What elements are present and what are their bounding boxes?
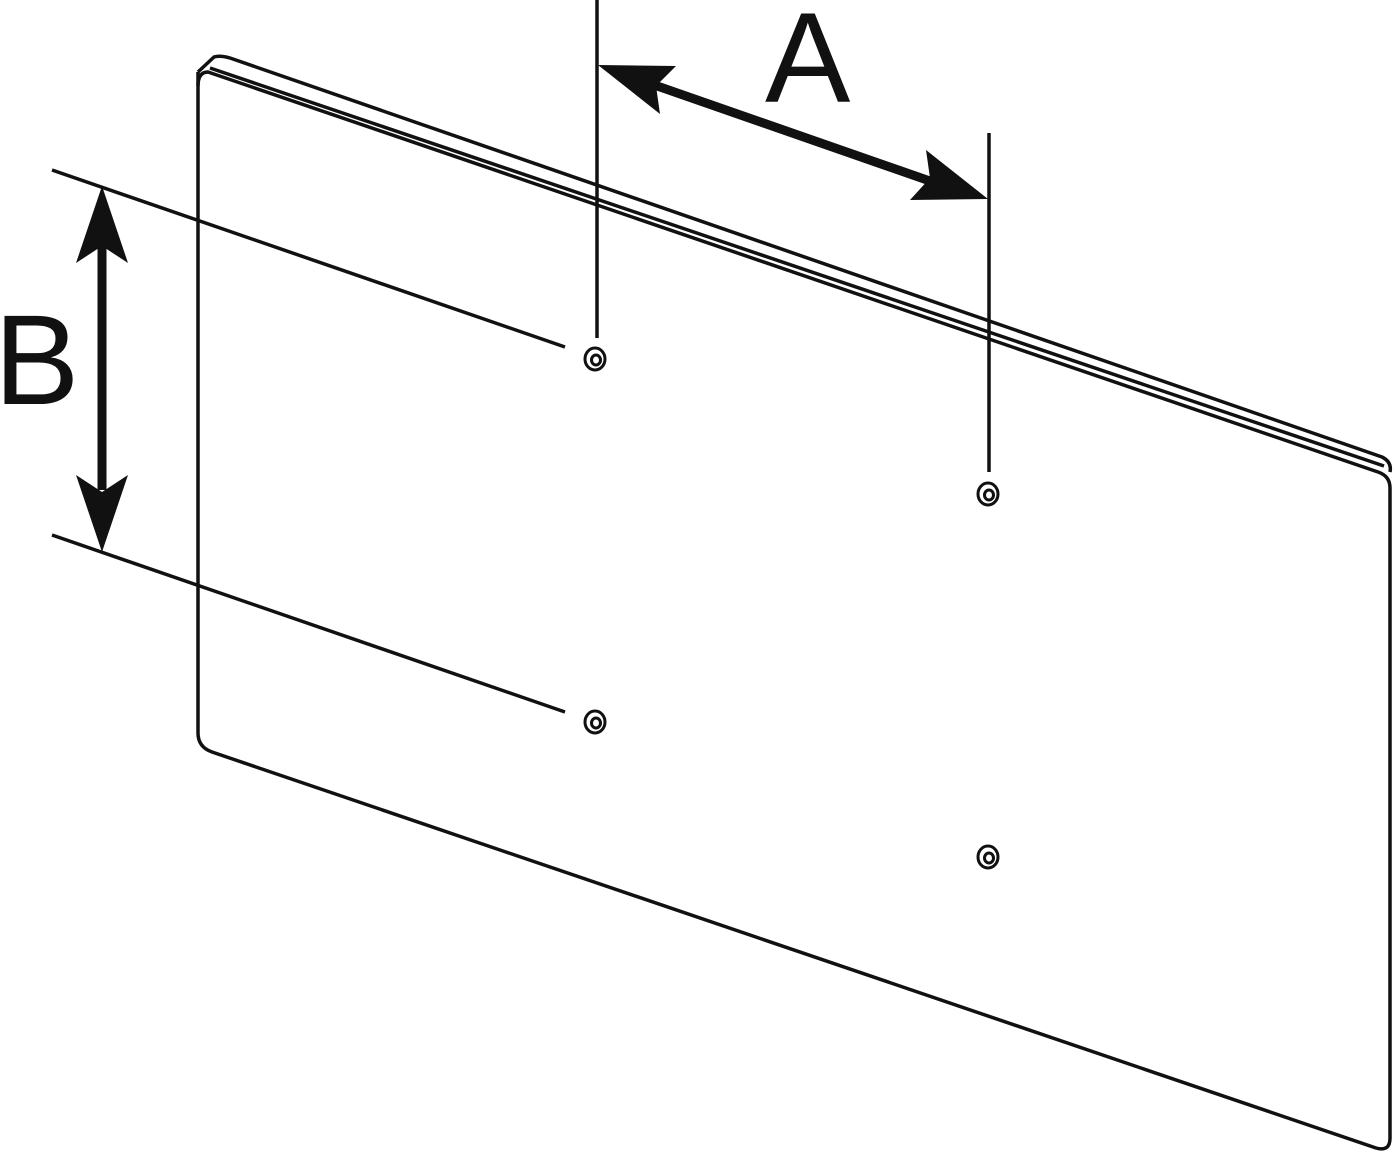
mounting-hole: [583, 709, 607, 735]
dimension-a-label: A: [765, 0, 851, 130]
dimension-a-arrowhead-right: [910, 150, 988, 200]
dimension-a-arrow-shaft: [638, 75, 952, 193]
mounting-hole: [583, 346, 607, 372]
panel-top-edge: [196, 54, 1393, 473]
dimension-a-arrowhead-left: [598, 65, 676, 114]
dimension-b-label: B: [0, 289, 79, 432]
panel: [196, 54, 1393, 1151]
panel-top-edge-inner: [209, 66, 1385, 468]
mounting-hole: [976, 481, 1000, 507]
panel-front-face: [196, 70, 1392, 1151]
dimension-b-arrowhead-bottom: [76, 475, 128, 552]
dimension-b-extension-bottom: [51, 533, 566, 714]
dimension-b: B: [0, 168, 566, 714]
dimension-b-extension-top: [51, 168, 566, 349]
mounting-holes: [583, 346, 1000, 870]
mounting-hole: [976, 844, 1000, 870]
dimension-a: A: [595, 0, 991, 472]
dimension-b-arrowhead-top: [76, 186, 128, 263]
